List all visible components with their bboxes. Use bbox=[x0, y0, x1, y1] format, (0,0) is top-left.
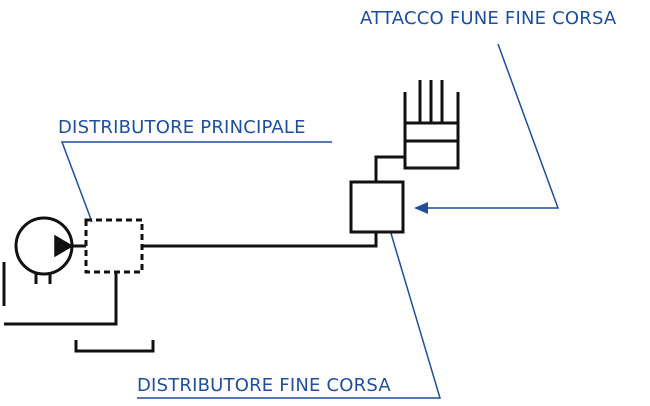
tank-symbol bbox=[74, 340, 155, 353]
hydraulic-pump-icon bbox=[14, 216, 74, 284]
label-limit-cable-attachment: ATTACCO FUNE FINE CORSA bbox=[360, 8, 617, 29]
leader-main-distributor bbox=[60, 141, 332, 223]
arrow-left-icon bbox=[414, 202, 428, 214]
pipe-limit-distributor-to-cylinder bbox=[374, 155, 405, 182]
pipe-main-to-limit-distributor bbox=[142, 232, 378, 248]
leader-limit-distributor bbox=[137, 229, 442, 399]
main-distributor-box bbox=[84, 218, 144, 274]
leader-lines bbox=[60, 43, 560, 399]
label-limit-distributor: DISTRIBUTORE FINE CORSA bbox=[137, 375, 391, 396]
label-main-distributor: DISTRIBUTORE PRINCIPALE bbox=[58, 117, 306, 138]
hydraulic-cylinder-icon bbox=[403, 80, 460, 170]
leader-limit-cable-attachment bbox=[418, 43, 560, 209]
limit-distributor-box bbox=[349, 180, 405, 234]
return-line-to-tank bbox=[4, 272, 118, 326]
